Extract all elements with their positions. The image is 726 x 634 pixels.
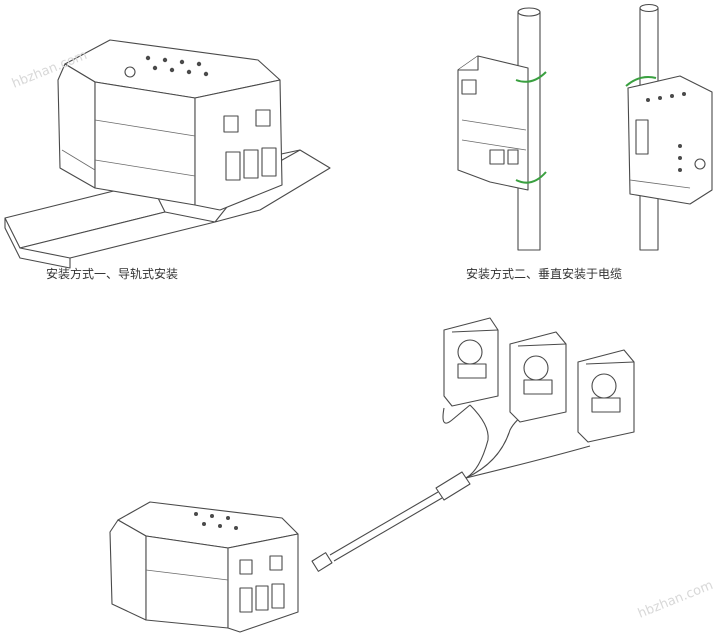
din-rail-mount-figure: 安装方式一、导轨式安装 [4, 39, 331, 281]
current-transformer-3 [577, 349, 635, 443]
current-transformer-2 [509, 331, 567, 423]
watermark-bottom-right: hbzhan.com [636, 578, 715, 622]
caption-method-2: 安装方式二、垂直安装于电缆 [466, 266, 622, 281]
caption-method-1: 安装方式一、导轨式安装 [46, 266, 178, 281]
meter-module-1 [57, 39, 283, 211]
meter-module-3 [627, 75, 713, 205]
meter-module-4 [109, 501, 299, 633]
ct-cable [311, 404, 591, 572]
meter-module-2 [457, 55, 529, 191]
cable-tie-top-left [515, 71, 547, 83]
meter-with-ct-figure [109, 317, 635, 633]
current-transformer-1 [443, 317, 499, 407]
cable-tie-top-right [625, 76, 657, 87]
cable-tie-bottom-left [515, 171, 547, 184]
cable-mount-figure: 安装方式二、垂直安装于电缆 [457, 3, 713, 281]
